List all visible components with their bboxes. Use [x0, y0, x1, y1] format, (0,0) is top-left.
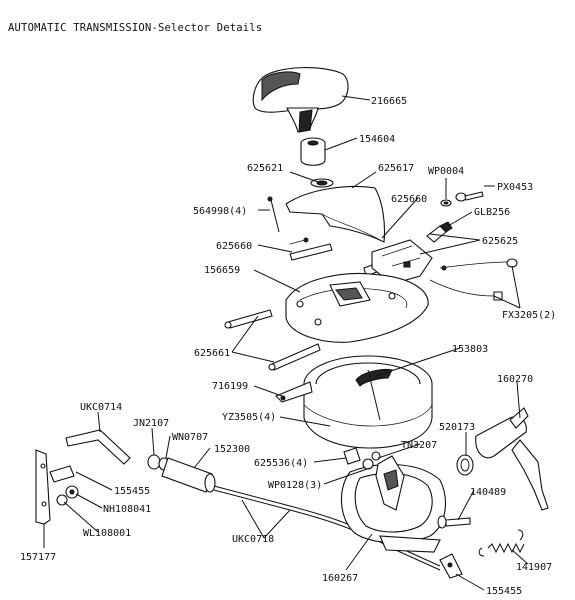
- label-fx3205: FX3205(2): [502, 310, 556, 321]
- label-625660-lower: 625660: [216, 241, 252, 252]
- part-cover-625617: [285, 186, 386, 243]
- label-152300: 152300: [214, 444, 250, 455]
- label-ukc0718: UKC0718: [232, 534, 274, 545]
- label-625660-upper: 625660: [391, 194, 427, 205]
- label-625625: 625625: [482, 236, 518, 247]
- label-wp0128: WP0128(3): [268, 480, 322, 491]
- part-pin-564998: [267, 196, 280, 233]
- part-nuts-nh108041: [56, 485, 79, 506]
- part-labels: 216665 154604 625621 625617 WP0004 PX045…: [20, 96, 556, 597]
- part-bolt-140489: [437, 515, 471, 529]
- part-tube-152300: [161, 457, 216, 493]
- part-washer-520173: [456, 454, 474, 476]
- label-wn0707: WN0707: [172, 432, 208, 443]
- label-160270: 160270: [497, 374, 533, 385]
- part-gate-156659: [285, 273, 429, 343]
- label-yz3505: YZ3505(4): [222, 412, 276, 423]
- label-625617: 625617: [378, 163, 414, 174]
- part-housing-153803: [303, 355, 433, 449]
- label-157177: 157177: [20, 552, 56, 563]
- diagram-title: AUTOMATIC TRANSMISSION-Selector Details: [8, 22, 263, 34]
- label-nh108041: NH108041: [103, 504, 151, 515]
- part-bush-154604: [300, 137, 326, 166]
- part-holder-625625: [371, 239, 433, 285]
- part-spring-141907: [478, 529, 525, 557]
- label-625661: 625661: [194, 348, 230, 359]
- label-564998: 564998(4): [193, 206, 247, 217]
- label-155455-upper: 155455: [114, 486, 150, 497]
- label-ukc0714: UKC0714: [80, 402, 122, 413]
- leader-lines: [43, 95, 529, 591]
- label-155455-lower: 155455: [486, 586, 522, 597]
- part-screw-wp0004: [440, 199, 452, 207]
- label-140489: 140489: [470, 487, 506, 498]
- label-625621: 625621: [247, 163, 283, 174]
- part-knob-216665: [252, 67, 349, 133]
- part-screw-px0453: [455, 191, 484, 202]
- label-153803: 153803: [452, 344, 488, 355]
- label-tn3207: TN3207: [401, 440, 437, 451]
- part-wire-fx3205: [429, 258, 518, 301]
- label-216665: 216665: [371, 96, 407, 107]
- label-716199: 716199: [212, 381, 248, 392]
- label-160267: 160267: [322, 573, 358, 584]
- label-wp0004: WP0004: [428, 166, 464, 177]
- part-lever-160270: [475, 407, 549, 511]
- label-wl108001: WL108001: [83, 528, 131, 539]
- part-rods-625661: [224, 309, 321, 371]
- part-base-160267: [340, 455, 446, 553]
- label-glb256: GLB256: [474, 207, 510, 218]
- label-jn2107: JN2107: [133, 418, 169, 429]
- part-clip-155455-lower: [439, 553, 463, 579]
- label-154604: 154604: [359, 134, 395, 145]
- part-rod-ukc0714: [65, 429, 131, 465]
- label-141907: 141907: [516, 562, 552, 573]
- part-bracket-716199: [275, 381, 313, 403]
- part-bulb-glb256: [426, 221, 453, 243]
- label-520173: 520173: [439, 422, 475, 433]
- label-156659: 156659: [204, 265, 240, 276]
- part-bracket-157177: [35, 449, 75, 525]
- label-px0453: PX0453: [497, 182, 533, 193]
- label-625536: 625536(4): [254, 458, 308, 469]
